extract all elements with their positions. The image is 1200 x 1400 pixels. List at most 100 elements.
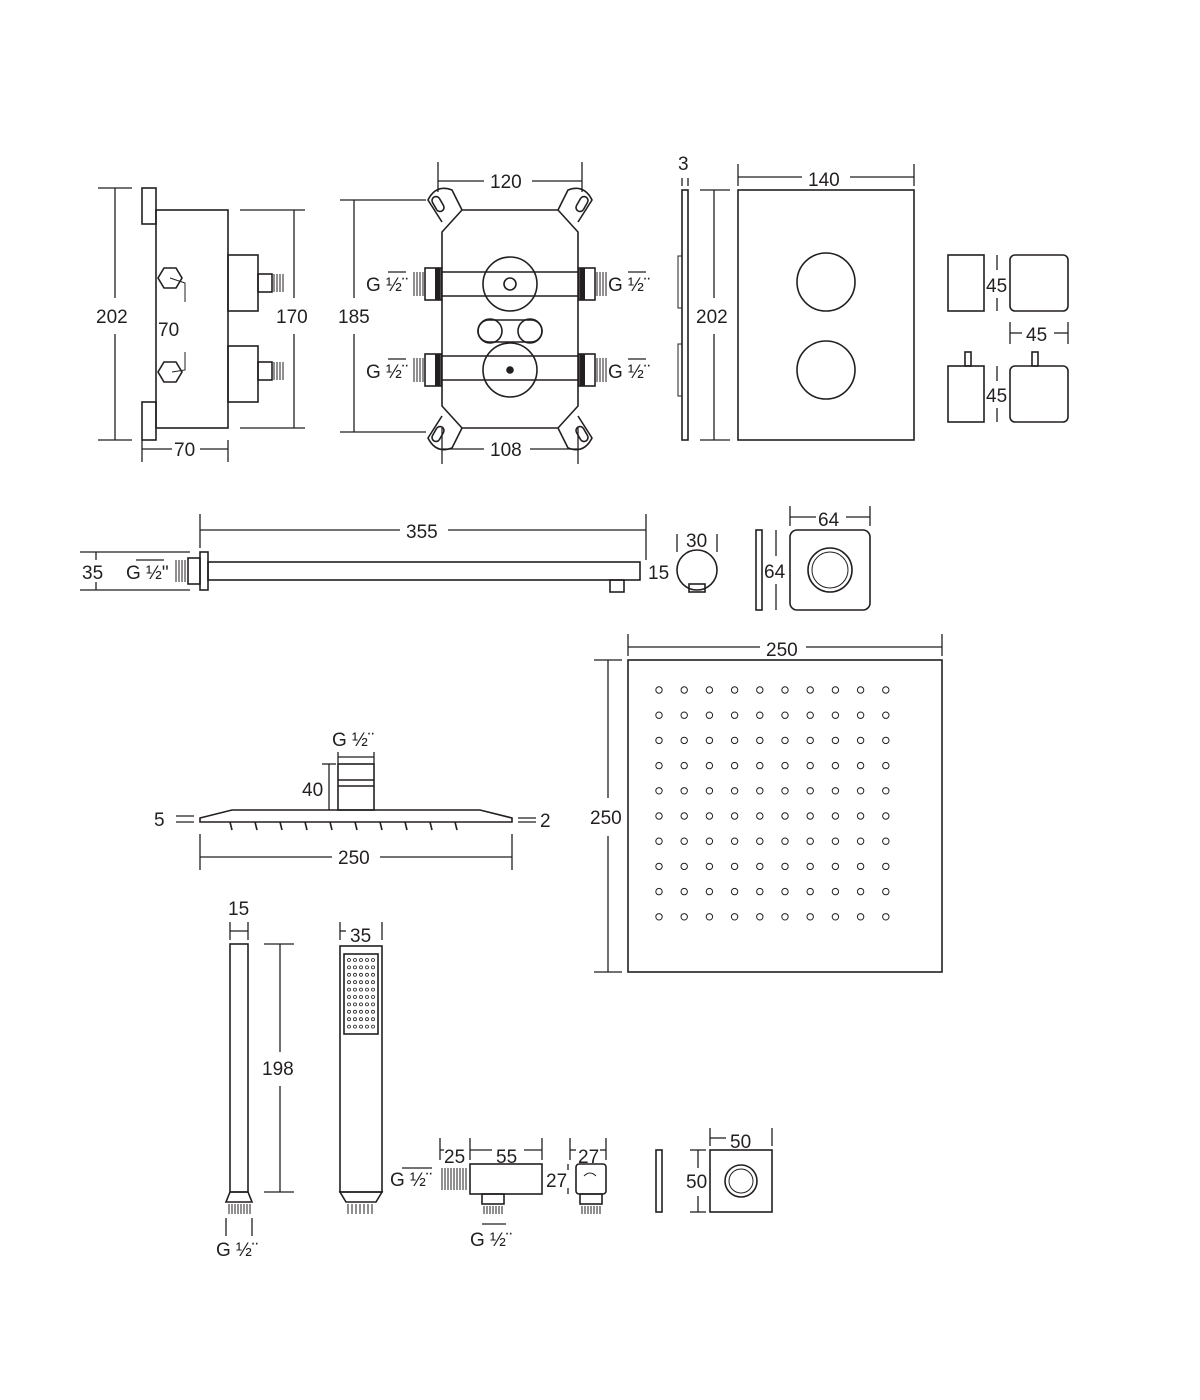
outlet-plate-height: 50 bbox=[686, 1172, 707, 1193]
nozzle bbox=[831, 837, 840, 845]
spray-hole bbox=[347, 1017, 351, 1022]
nozzle bbox=[756, 862, 764, 871]
spray-hole bbox=[365, 995, 369, 999]
head-edge-left: 5 bbox=[154, 810, 165, 831]
handles: 45 45 45 bbox=[947, 254, 1069, 423]
spray-hole bbox=[347, 958, 351, 962]
nozzle bbox=[856, 837, 865, 845]
nozzle bbox=[680, 812, 688, 820]
nozzle bbox=[705, 686, 714, 694]
nozzle bbox=[831, 787, 840, 795]
nozzle bbox=[856, 787, 865, 795]
nozzle bbox=[655, 686, 663, 694]
arm-flange-width: 64 bbox=[818, 510, 840, 531]
nozzle bbox=[705, 787, 714, 795]
spray-hole bbox=[371, 1002, 375, 1007]
elbow-thread-out: G ½¨ bbox=[470, 1230, 512, 1251]
nozzle bbox=[781, 887, 789, 896]
nozzle bbox=[831, 913, 840, 921]
spray-hole bbox=[371, 958, 375, 962]
nozzle bbox=[655, 862, 663, 871]
nozzle bbox=[856, 711, 865, 719]
nozzle bbox=[882, 736, 890, 745]
handle-width: 45 bbox=[1026, 325, 1047, 346]
valve-thread-label: G ½¨ bbox=[608, 362, 650, 383]
spray-hole bbox=[365, 1002, 369, 1007]
nozzle bbox=[730, 761, 739, 770]
outlet-plate-width: 50 bbox=[730, 1132, 751, 1153]
spray-hole bbox=[347, 987, 351, 992]
nozzle bbox=[730, 837, 739, 845]
nozzle bbox=[831, 711, 840, 719]
head-thread: G ½¨ bbox=[332, 730, 374, 751]
nozzle bbox=[756, 686, 764, 694]
spray-hole bbox=[353, 1009, 357, 1014]
spray-hole bbox=[359, 965, 363, 970]
valve-thread-label: G ½¨ bbox=[366, 275, 408, 296]
valve-front-width-bottom: 108 bbox=[490, 440, 522, 461]
nozzle bbox=[655, 913, 663, 921]
valve-thread-label: G ½¨ bbox=[608, 275, 650, 296]
spray-hole bbox=[353, 980, 357, 985]
valve-front-view: G ½¨ G ½¨ G ½¨ G ½¨ 120 185 108 bbox=[338, 162, 650, 464]
spray-hole bbox=[365, 965, 369, 970]
nozzle bbox=[730, 913, 739, 921]
nozzle bbox=[882, 686, 890, 694]
nozzle bbox=[756, 887, 764, 896]
handle-height-top: 45 bbox=[986, 276, 1007, 297]
elbow-dim-b: 55 bbox=[496, 1147, 517, 1168]
nozzle bbox=[655, 787, 663, 795]
nozzle bbox=[882, 887, 890, 896]
nozzle bbox=[705, 837, 714, 845]
handset: 35 bbox=[338, 922, 384, 1214]
spray-hole bbox=[365, 1017, 369, 1022]
nozzle bbox=[680, 913, 688, 921]
nozzle bbox=[655, 812, 663, 820]
head-edge-right: 2 bbox=[540, 811, 551, 832]
nozzle bbox=[781, 862, 789, 871]
spray-hole bbox=[347, 972, 351, 977]
head-height: 40 bbox=[302, 780, 323, 801]
spray-hole bbox=[359, 995, 363, 999]
nozzle bbox=[781, 812, 789, 820]
outlet-plate: 50 50 bbox=[655, 1128, 773, 1213]
nozzle bbox=[730, 736, 739, 745]
nozzle bbox=[680, 736, 688, 745]
shower-arm-flange: 35 bbox=[82, 563, 103, 584]
nozzle bbox=[756, 787, 764, 795]
nozzle bbox=[882, 837, 890, 845]
spray-hole bbox=[371, 980, 375, 985]
nozzle bbox=[781, 711, 789, 719]
spray-hole bbox=[353, 995, 357, 999]
nozzle bbox=[856, 686, 865, 694]
nozzle bbox=[806, 862, 814, 871]
spray-hole bbox=[371, 972, 375, 977]
valve-thread-label: G ½¨ bbox=[366, 362, 408, 383]
spray-hole bbox=[353, 972, 357, 977]
spray-hole bbox=[365, 987, 369, 992]
nozzle bbox=[882, 913, 890, 921]
handset-bar: 15 198 G ½¨ bbox=[216, 899, 294, 1261]
nozzle bbox=[705, 862, 714, 871]
nozzle bbox=[705, 887, 714, 896]
nozzle bbox=[831, 736, 840, 745]
spray-hole bbox=[359, 972, 363, 977]
spray-hole bbox=[359, 958, 363, 962]
nozzle bbox=[680, 761, 688, 770]
elbow-thread-in: G ½¨ bbox=[390, 1170, 432, 1191]
spray-hole bbox=[371, 965, 375, 970]
valve-front-height: 185 bbox=[338, 307, 370, 328]
head-side-width: 250 bbox=[338, 848, 370, 869]
nozzle bbox=[781, 686, 789, 694]
spray-hole bbox=[359, 1024, 363, 1029]
nozzle bbox=[680, 887, 688, 896]
spray-hole bbox=[371, 1017, 375, 1022]
nozzle bbox=[655, 736, 663, 745]
nozzle bbox=[806, 761, 814, 770]
nozzle bbox=[831, 887, 840, 896]
nozzle bbox=[680, 837, 688, 845]
nozzle bbox=[882, 787, 890, 795]
handset-bar-thread: G ½¨ bbox=[216, 1240, 258, 1261]
nozzle bbox=[730, 787, 739, 795]
handle-height-bottom: 45 bbox=[986, 386, 1007, 407]
